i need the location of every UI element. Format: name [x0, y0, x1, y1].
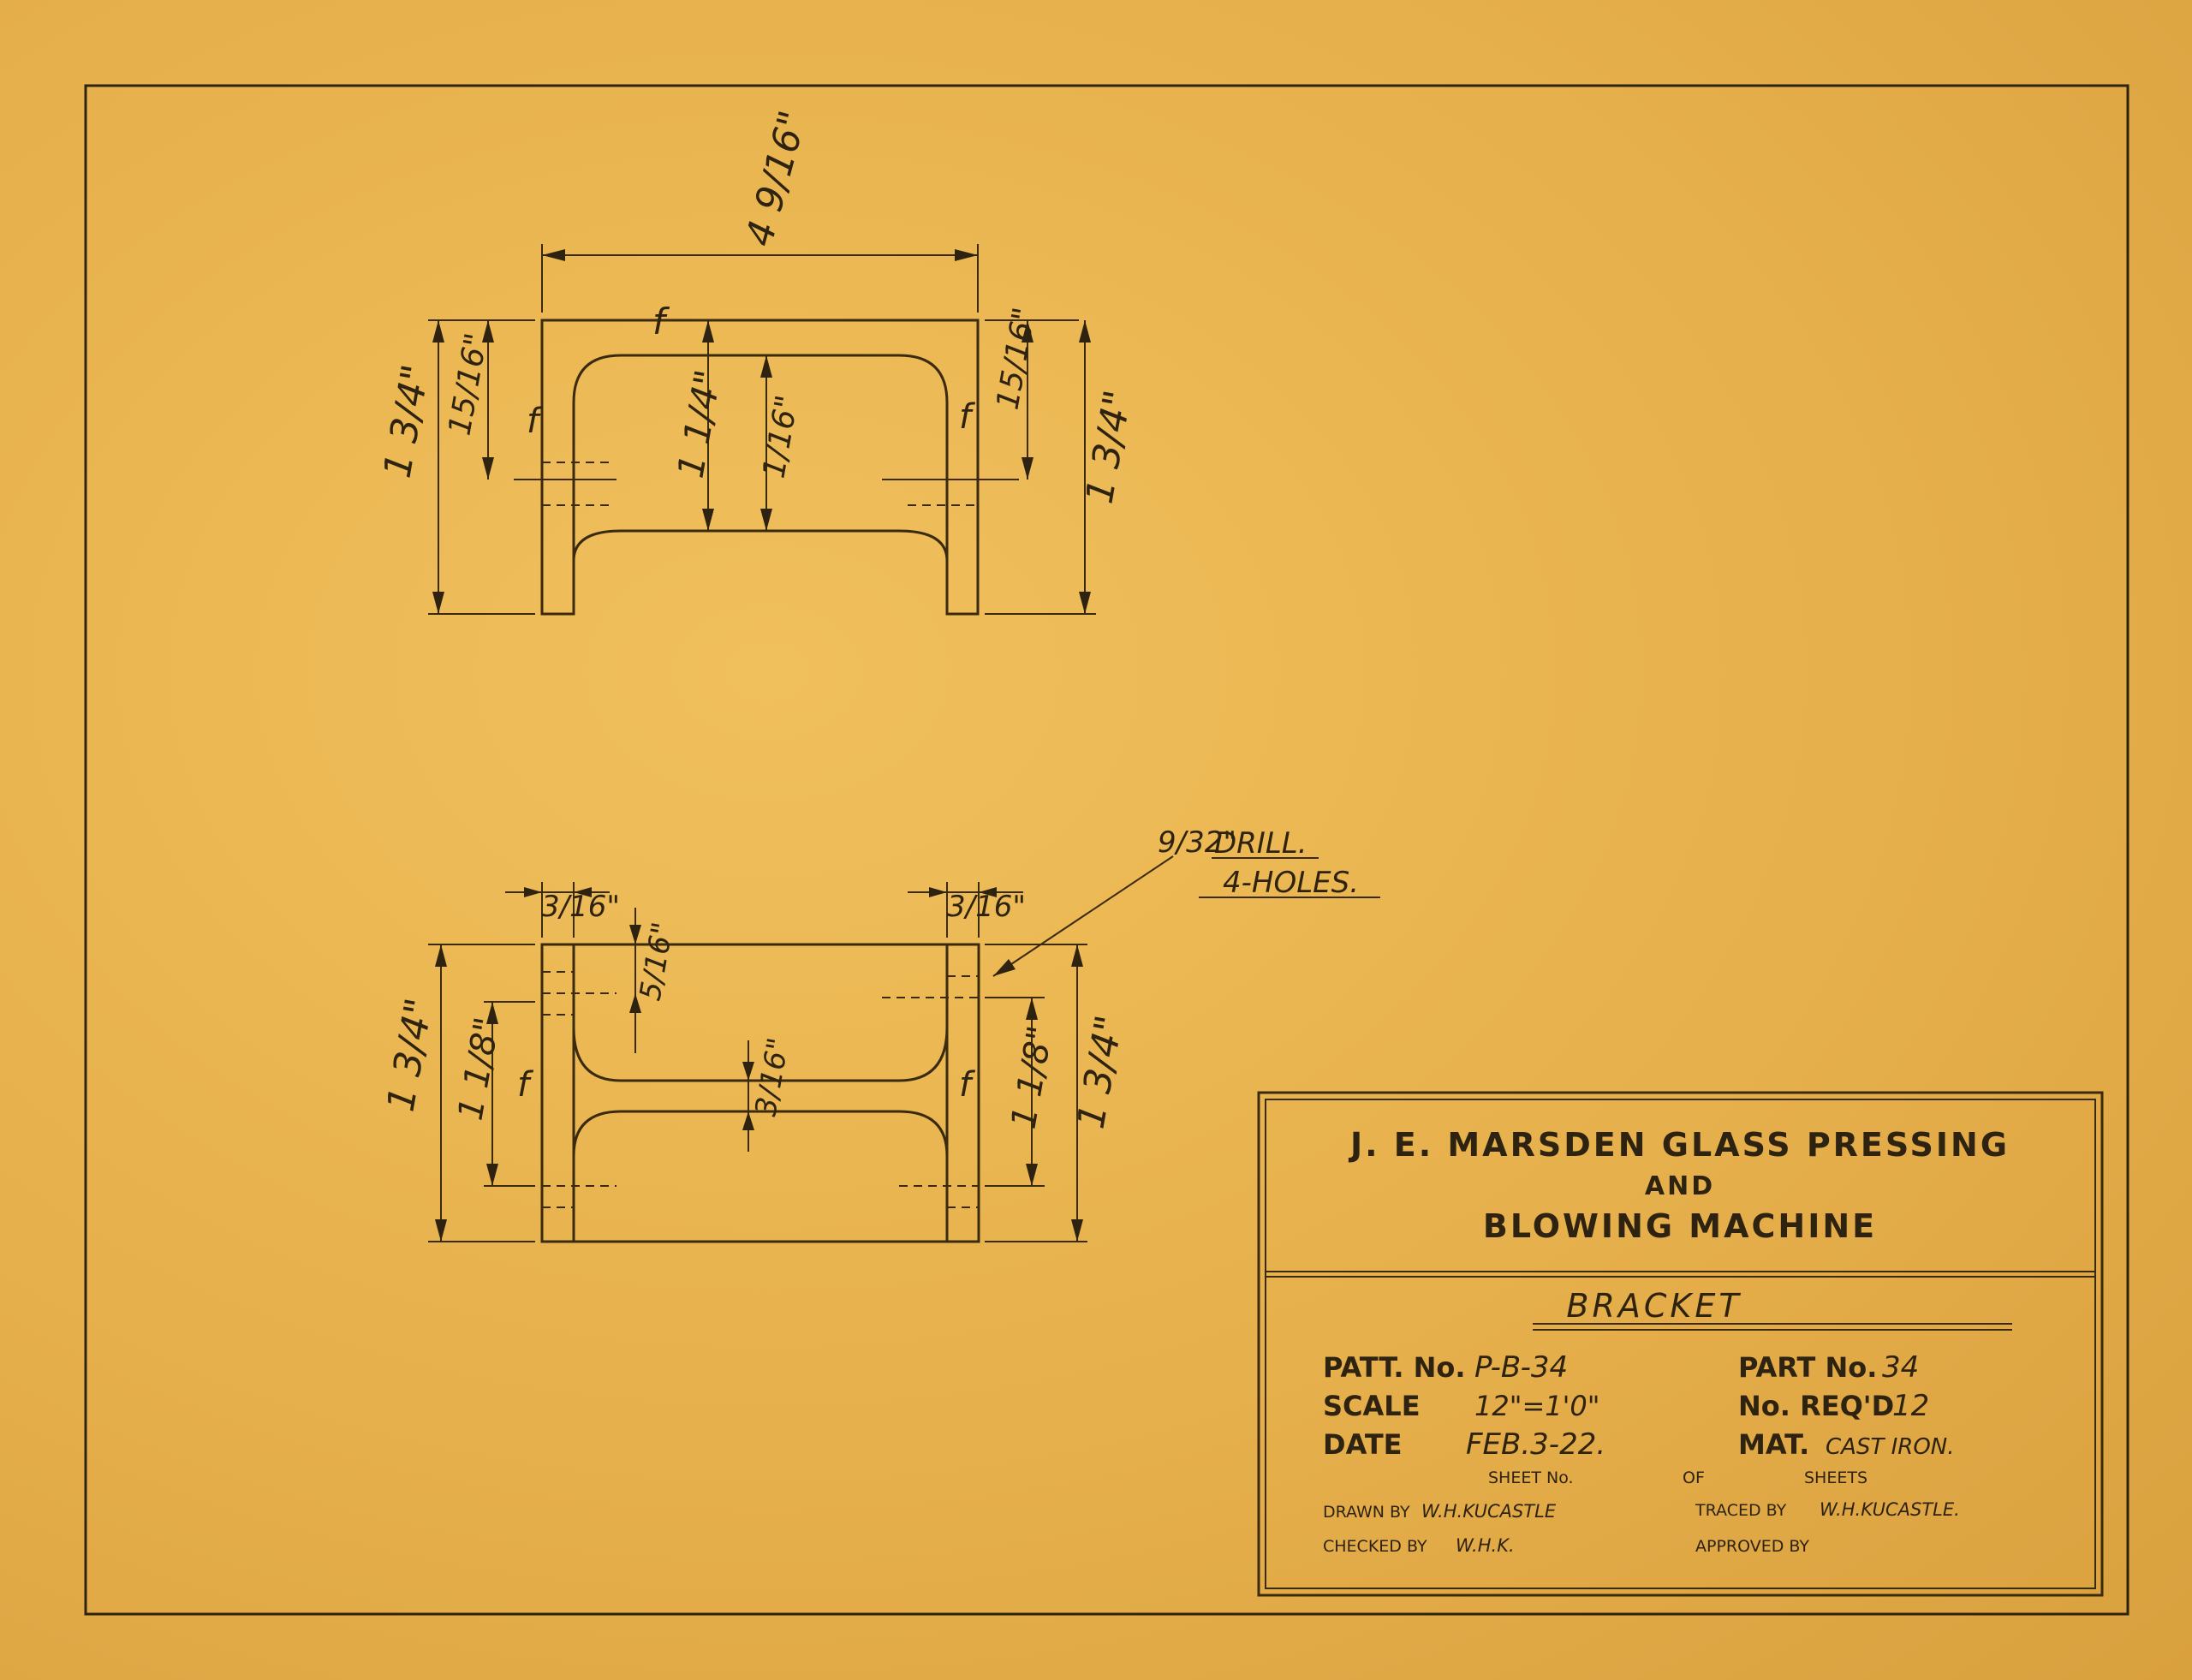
arrow-icon — [1079, 320, 1091, 343]
sheet-no-label: SHEET No. — [1488, 1469, 1574, 1487]
arrow-icon — [742, 1062, 754, 1081]
arrow-icon — [542, 249, 565, 261]
arrow-icon — [955, 249, 978, 261]
arrow-icon — [760, 509, 772, 531]
title-block: J. E. MARSDEN GLASS PRESSING AND BLOWING… — [1257, 1091, 2104, 1597]
title-block-outer-frame — [1257, 1091, 2104, 1597]
top-right-outer-height: 1 3/4" — [1078, 387, 1141, 507]
date-label: DATE — [1323, 1428, 1403, 1461]
arrow-icon — [524, 887, 542, 897]
top-center-height-a: 1 1/4" — [670, 366, 730, 481]
arrow-icon — [742, 1111, 754, 1130]
title-block-inner-frame — [1265, 1099, 2096, 1589]
patt-no-label: PATT. No. — [1323, 1351, 1466, 1384]
drill-note: 9/32" DRILL. 4-HOLES. — [992, 825, 1380, 977]
sheet-border — [84, 84, 2129, 1616]
bottom-lower-pocket — [572, 1110, 949, 1190]
top-left-outer-height: 1 3/4" — [376, 361, 438, 481]
arrow-icon — [760, 355, 772, 378]
arrow-icon — [1071, 1219, 1083, 1242]
scale-value: 12"=1'0" — [1474, 1390, 1599, 1422]
bottom-left-inner-height: 1 1/8" — [451, 1015, 508, 1123]
top-center-height-b: 1/16" — [756, 393, 805, 481]
arrow-icon — [1026, 1164, 1038, 1186]
bottom-upper-pocket — [572, 993, 949, 1082]
arrow-icon — [979, 887, 997, 897]
arrow-icon — [435, 944, 447, 967]
arrow-icon — [432, 320, 444, 343]
bottom-left-flange-thickness: 3/16" — [541, 890, 620, 924]
drill-count: 4-HOLES. — [1223, 866, 1359, 900]
traced-by-label: TRACED BY — [1695, 1501, 1787, 1520]
top-right-finish-mark: f — [959, 397, 976, 437]
arrow-icon — [1026, 998, 1038, 1020]
arrow-icon — [993, 959, 1016, 976]
of-label: OF — [1683, 1469, 1705, 1487]
drill-leader-line — [992, 855, 1174, 977]
part-name: BRACKET — [1566, 1287, 1742, 1325]
arrow-icon — [629, 925, 641, 944]
top-left-inner-height: 15/16" — [442, 331, 494, 438]
traced-by-value: W.H.KUCASTLE. — [1820, 1499, 1960, 1520]
patt-no-value: P-B-34 — [1474, 1350, 1568, 1385]
arrow-icon — [486, 1164, 498, 1186]
bottom-left-outer-height: 1 3/4" — [379, 995, 442, 1115]
arrow-icon — [1022, 457, 1033, 480]
bottom-view-outline — [540, 943, 980, 1243]
bottom-top-web-thickness: 5/16" — [633, 920, 680, 1004]
sheets-label: SHEETS — [1804, 1469, 1867, 1487]
bottom-center-web-thickness: 3/16" — [748, 1035, 795, 1119]
bottom-view: 3/16" 3/16" 5/16" 3/16" 1 3/4" 1 1/8" f — [379, 882, 1132, 1243]
company-line-3: BLOWING MACHINE — [1483, 1207, 1877, 1245]
drill-operation: DRILL. — [1214, 826, 1307, 861]
scale-label: SCALE — [1323, 1390, 1421, 1422]
no-reqd-label: No. REQ'D — [1738, 1390, 1894, 1422]
arrow-icon — [929, 887, 947, 897]
arrow-icon — [574, 887, 592, 897]
approved-by-label: APPROVED BY — [1695, 1537, 1809, 1556]
part-no-value: 34 — [1882, 1350, 1919, 1385]
top-view-outline-upper — [540, 319, 980, 616]
arrow-icon — [482, 320, 494, 343]
mat-value: CAST IRON. — [1826, 1434, 1955, 1460]
arrow-icon — [482, 457, 494, 480]
arrow-icon — [1071, 944, 1083, 967]
top-overall-width: 4 9/16" — [737, 106, 815, 251]
bottom-right-inner-height: 1 1/8" — [1004, 1023, 1061, 1132]
arrow-icon — [1022, 320, 1033, 343]
arrow-icon — [629, 993, 641, 1013]
arrow-icon — [435, 1219, 447, 1242]
bottom-right-outer-height: 1 3/4" — [1069, 1012, 1132, 1132]
bottom-right-finish-mark: f — [959, 1065, 976, 1105]
arrow-icon — [702, 509, 714, 531]
drawn-by-value: W.H.KUCASTLE — [1421, 1501, 1557, 1522]
drill-size: 9/32" — [1158, 825, 1236, 860]
arrow-icon — [702, 320, 714, 343]
arrow-icon — [1079, 592, 1091, 614]
no-reqd-value: 12 — [1892, 1389, 1929, 1423]
checked-by-label: CHECKED BY — [1323, 1537, 1427, 1556]
drawn-by-label: DRAWN BY — [1323, 1503, 1410, 1522]
mat-label: MAT. — [1738, 1428, 1809, 1461]
company-line-2: AND — [1645, 1171, 1715, 1201]
checked-by-value: W.H.K. — [1456, 1535, 1515, 1556]
date-value: FEB.3-22. — [1466, 1427, 1605, 1462]
arrow-icon — [486, 1002, 498, 1024]
arrow-icon — [432, 592, 444, 614]
bottom-right-flange-thickness: 3/16" — [947, 890, 1026, 924]
top-view: 4 9/16" 1 3/4" 15/16" f 1 1/4" 1/16" f 1… — [376, 106, 1141, 616]
top-view-web-lower — [572, 529, 949, 582]
part-no-label: PART No. — [1738, 1351, 1877, 1384]
bottom-left-finish-mark: f — [517, 1065, 534, 1105]
company-line-1: J. E. MARSDEN GLASS PRESSING — [1348, 1126, 2010, 1164]
